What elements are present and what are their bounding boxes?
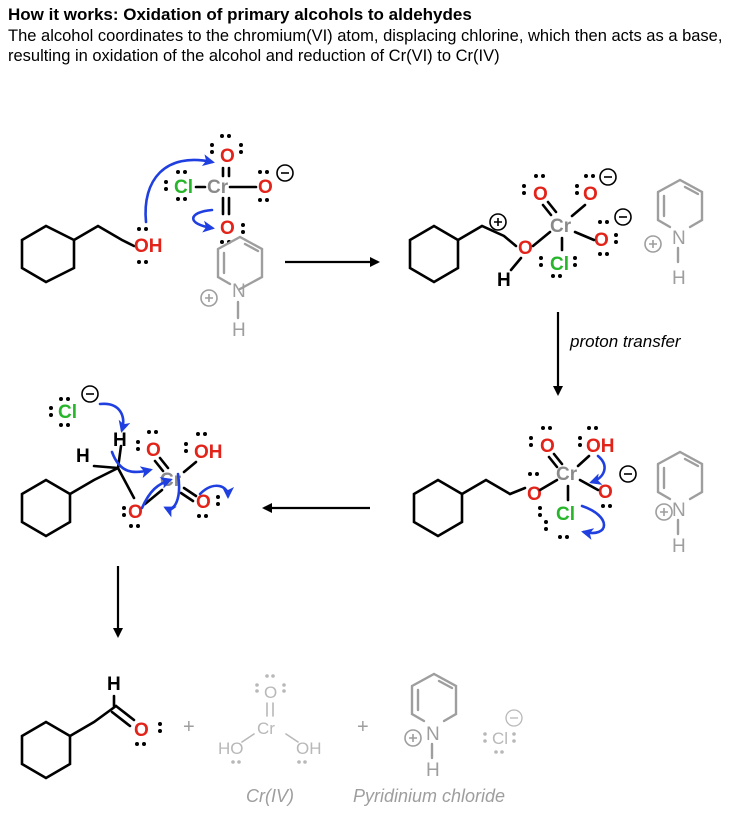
aldehyde-h: H [107,674,121,695]
aldehyde-oxygen: O [134,720,149,741]
step-label-proton-transfer: proton transfer [569,332,682,351]
curly-arrow-cr-to-o [163,472,181,518]
cyclohexylmethanol: OH [20,224,163,284]
cr-iv-hydroxyl-left: HO [218,739,244,758]
cr-iv-caption: Cr(IV) [246,786,294,806]
int2-chlorine: Cl [556,504,575,525]
int3-oxo-2: O [196,492,211,513]
pyridinium-1: N H [200,235,264,341]
product-pyridinium-chloride: N H Cl Pyridinium chloride [353,672,523,806]
curly-arrow-co-to-cr [140,477,173,510]
int1-oxo: O [533,184,548,205]
int2-hydroxyl: OH [586,436,615,457]
cr-intermediate-1: Cr [550,216,572,237]
int1-oxide-right: O [594,230,609,251]
plus-sign-2: + [357,716,369,738]
page-title: How it works: Oxidation of primary alcoh… [8,5,472,24]
chloride-ion: Cl [58,402,77,423]
cr-intermediate-2: Cr [556,464,578,485]
plus-sign-1: + [183,716,195,738]
oxide-oxygen: O [258,177,273,198]
pyridinium-h: H [232,320,246,341]
curly-arrow-cr-o [191,208,215,233]
pyridinium-2-nitrogen: N [672,228,686,249]
curly-arrow-ch-to-co [110,450,153,479]
chlorochromate: Cr Cl O O O [164,134,294,244]
pyridinium-nitrogen: N [232,281,246,302]
int3-oxo: O [146,440,161,461]
curly-arrow-cr-cl [580,504,606,540]
pyridinium-3: N H [655,450,704,557]
curly-arrow-cl-to-h [98,402,131,433]
product-pyridinium-h: H [426,760,440,781]
product-chloride: Cl [492,729,508,748]
pyridinium-3-h: H [672,536,686,557]
curly-arrow-o-lone [198,484,234,499]
pyridinium-chloride-caption: Pyridinium chloride [353,786,505,806]
pyridinium-3-nitrogen: N [672,500,686,521]
intermediate-1: O H Cr O O O Cl [408,168,632,291]
pyridinium-2: N H [644,178,704,289]
int2-oxide: O [598,482,613,503]
int2-oxo: O [540,436,555,457]
curly-arrow-o-to-cr [144,154,215,224]
chromium-atom: Cr [207,177,229,198]
int3-hydroxyl: OH [194,442,223,463]
product-chromium-iv: O Cr HO OH Cr(IV) [218,674,322,806]
int1-oxide-top: O [583,184,598,205]
cr-iv-hydroxyl-right: OH [296,739,322,758]
int1-chlorine: Cl [550,254,569,275]
cr-iv-oxo: O [264,683,277,702]
oxo-oxygen-top: O [220,146,235,167]
intermediate-3: Cl H H O Cr O OH O [20,385,223,538]
pyridinium-2-h: H [672,268,686,289]
curly-arrow-oh-to-cr [589,454,606,485]
chlorine-atom: Cl [174,177,193,198]
cr-iv-atom: Cr [257,719,275,738]
alpha-h-2: H [113,430,127,451]
oxonium-oxygen: O [518,238,533,259]
page-description: The alcohol coordinates to the chromium(… [8,27,723,65]
product-aldehyde: H O [20,674,162,780]
product-pyridinium-nitrogen: N [426,724,440,745]
int2-ether-oxygen: O [527,484,542,505]
intermediate-2: O Cr O OH O Cl [412,426,637,539]
alcohol-oxygen: OH [134,236,163,257]
alpha-h-1: H [76,446,90,467]
oxo-oxygen-bottom: O [220,218,235,239]
header: How it works: Oxidation of primary alcoh… [8,4,732,66]
oxonium-h: H [497,270,511,291]
int3-ether-oxygen: O [128,502,143,523]
